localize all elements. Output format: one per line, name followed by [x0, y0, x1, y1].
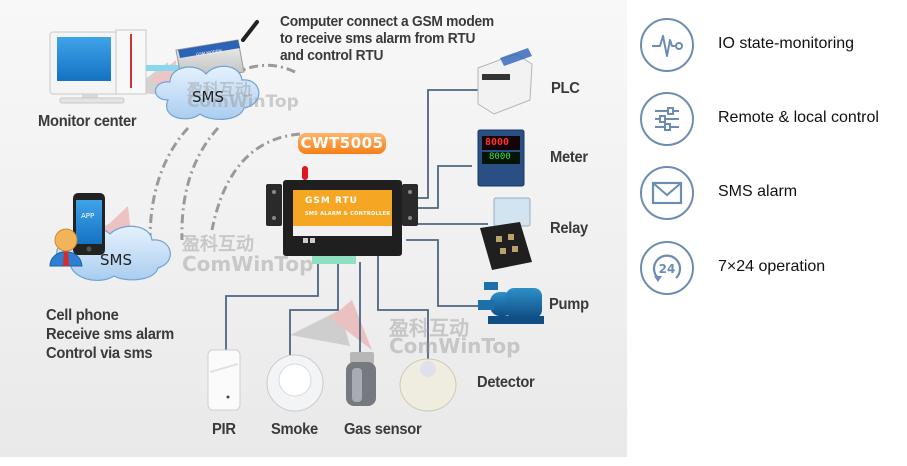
cell-phone-line: Receive sms alarm	[46, 326, 174, 343]
cell-phone-line: Control via sms	[46, 345, 153, 362]
monitor-computer	[49, 29, 186, 104]
watermark-cn: 盈科互动	[187, 80, 252, 99]
envelope-icon	[640, 166, 694, 220]
smoke-label: Smoke	[271, 421, 318, 438]
clock-24-text: 24	[659, 262, 676, 276]
feature-label: Remote & local control	[718, 109, 879, 126]
feature-io-monitoring: IO state-monitoring	[640, 18, 900, 78]
gas-sensor-label: Gas sensor	[344, 421, 422, 438]
relay-device	[480, 197, 532, 270]
diagram-graphics	[49, 20, 544, 412]
meter-label: Meter	[550, 149, 588, 166]
cell-phone-label: Cell phone Receive sms alarm Control via…	[46, 306, 174, 363]
relay-label: Relay	[550, 220, 588, 237]
person-user	[49, 228, 83, 267]
watermark-en: ComWinTop	[182, 252, 314, 276]
clock-24-icon: 24	[640, 241, 694, 295]
pump-label: Pump	[549, 296, 589, 313]
heat-detector	[399, 358, 457, 412]
note-line: and control RTU	[280, 47, 384, 64]
phone-app-label: APP	[81, 212, 95, 220]
plc-device	[477, 48, 533, 115]
pulse-icon	[640, 18, 694, 72]
feature-24-7: 24 7×24 operation	[640, 241, 900, 301]
feature-label: 7×24 operation	[718, 258, 826, 275]
smoke-detector	[266, 354, 324, 412]
meter-device	[477, 129, 525, 187]
detector-label: Detector	[477, 374, 535, 391]
watermark-en: ComWinTop	[389, 334, 521, 358]
device-model-badge: CWT5005	[298, 133, 386, 154]
monitor-center-label: Monitor center	[38, 113, 137, 130]
feature-label: IO state-monitoring	[718, 35, 855, 52]
note-line: Computer connect a GSM modem	[280, 13, 494, 30]
note-line: to receive sms alarm from RTU	[280, 30, 476, 47]
gsm-modem-note: Computer connect a GSM modem to receive …	[280, 13, 494, 64]
pir-sensor	[207, 349, 241, 411]
meter-readout-top: 8000	[485, 137, 510, 148]
plc-label: PLC	[551, 80, 580, 97]
smartphone	[73, 193, 105, 255]
sms-cloud-left-label: SMS	[100, 251, 132, 269]
sms-cloud-top	[154, 65, 260, 120]
cell-phone-line: Cell phone	[46, 307, 119, 324]
signal-waves	[148, 63, 301, 241]
sms-cloud-top-label: SMS	[192, 88, 224, 106]
feature-label: SMS alarm	[718, 183, 798, 200]
pump-device	[478, 282, 544, 324]
meter-readout-bottom: 8000	[489, 152, 511, 162]
rtu-device	[266, 166, 418, 264]
watermark-en: ComWinTop	[187, 92, 299, 112]
rtu-name: GSM RTU	[305, 196, 358, 206]
gas-sensor	[346, 352, 376, 406]
watermark-cn: 盈科互动	[389, 316, 469, 340]
feature-sms-alarm: SMS alarm	[640, 166, 900, 226]
watermark-cn: 盈科互动	[182, 234, 254, 255]
pir-label: PIR	[212, 421, 236, 438]
feature-remote-control: Remote & local control	[640, 92, 900, 152]
sliders-icon	[640, 92, 694, 146]
rtu-subtitle: SMS ALARM & CONTROLLER	[305, 211, 391, 217]
